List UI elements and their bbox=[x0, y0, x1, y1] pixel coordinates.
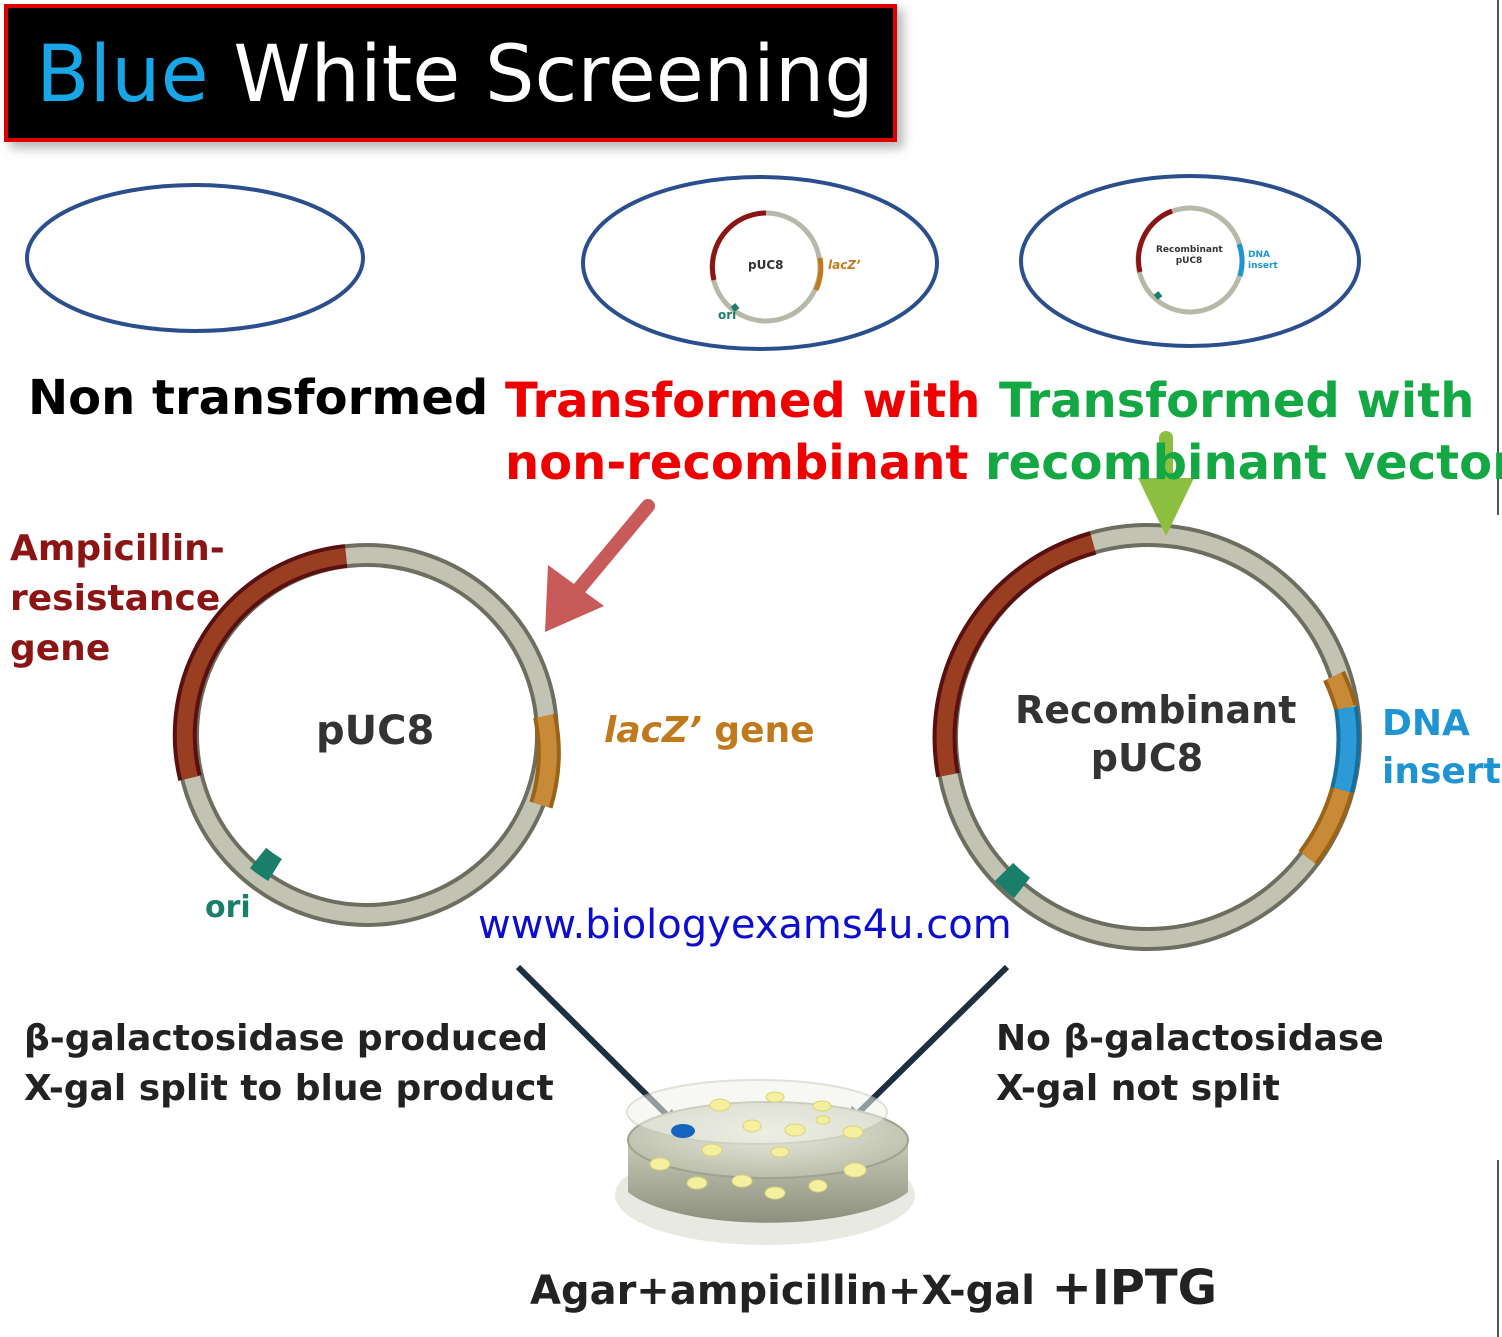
label-tr1-line1: Transformed with bbox=[505, 370, 980, 432]
cell-non-transformed bbox=[27, 185, 363, 331]
label-ori: ori bbox=[205, 890, 251, 925]
label-puc8: pUC8 bbox=[316, 708, 434, 754]
label-tr1-line2: non-recombinant bbox=[505, 432, 980, 494]
small-ori-label: ori bbox=[718, 308, 736, 322]
label-result-blue: β-galactosidase produced X-gal split to … bbox=[24, 1014, 554, 1114]
label-result-blue-line1: β-galactosidase produced bbox=[24, 1014, 554, 1064]
label-tr2-line2: recombinant vector bbox=[985, 432, 1502, 494]
label-result-white: No β-galactosidase X-gal not split bbox=[996, 1014, 1384, 1114]
small-recombinant-line1: Recombinant bbox=[1156, 245, 1222, 256]
label-amp-line1: Ampicillin- bbox=[10, 524, 225, 574]
label-dna-line1: DNA bbox=[1382, 700, 1501, 748]
label-rec-line2: pUC8 bbox=[1015, 734, 1279, 782]
label-lacz-rest: gene bbox=[702, 710, 815, 751]
label-dna-line2: insert bbox=[1382, 748, 1501, 796]
label-medium-text: Agar+ampicillin+X-gal bbox=[530, 1268, 1035, 1314]
small-lacz-label: lacZ’ bbox=[828, 258, 861, 272]
label-dna-insert: DNA insert bbox=[1382, 700, 1501, 796]
label-medium: Agar+ampicillin+X-gal +IPTG bbox=[530, 1260, 1217, 1316]
small-recombinant-label: Recombinant pUC8 bbox=[1156, 245, 1222, 267]
label-non-transformed: Non transformed bbox=[28, 370, 488, 426]
label-transformed-recombinant: Transformed with recombinant vector bbox=[985, 370, 1502, 494]
small-puc8-label: pUC8 bbox=[748, 258, 784, 272]
small-insert-line1: DNA bbox=[1248, 250, 1278, 261]
label-ampicillin-gene: Ampicillin- resistance gene bbox=[10, 524, 225, 674]
label-result-blue-line2: X-gal split to blue product bbox=[24, 1064, 554, 1114]
small-insert-label: DNA insert bbox=[1248, 250, 1278, 272]
small-recombinant-line2: pUC8 bbox=[1156, 256, 1222, 267]
small-insert-line2: insert bbox=[1248, 261, 1278, 272]
petri-dish bbox=[615, 1080, 915, 1245]
label-rec-line1: Recombinant bbox=[1015, 686, 1279, 734]
label-amp-line2: resistance bbox=[10, 574, 225, 624]
blue-colony bbox=[671, 1124, 695, 1138]
website-link[interactable]: www.biologyexams4u.com bbox=[478, 902, 1012, 948]
red-arrow bbox=[545, 506, 648, 632]
label-lacz-italic: lacZ’ bbox=[604, 710, 702, 751]
label-result-white-line2: X-gal not split bbox=[996, 1064, 1384, 1114]
label-amp-line3: gene bbox=[10, 624, 225, 674]
label-result-white-line1: No β-galactosidase bbox=[996, 1014, 1384, 1064]
label-lacz-gene: lacZ’ gene bbox=[604, 710, 815, 751]
label-tr2-line1: Transformed with bbox=[985, 370, 1502, 432]
label-transformed-nonrecombinant: Transformed with non-recombinant bbox=[505, 370, 980, 494]
label-medium-iptg: +IPTG bbox=[1035, 1260, 1217, 1316]
label-recombinant-puc8: Recombinant pUC8 bbox=[1015, 686, 1279, 782]
